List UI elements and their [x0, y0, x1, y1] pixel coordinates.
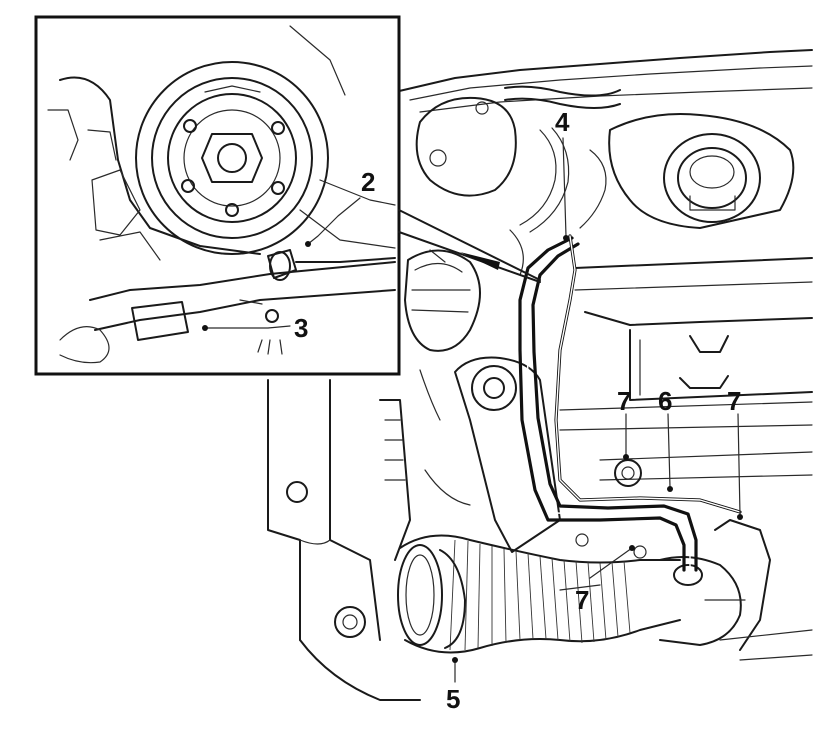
- detail-inset: [34, 15, 401, 376]
- callout-labels: 2 3 4 7 6 7 7 5: [294, 107, 741, 714]
- callout-3: 3: [294, 313, 308, 343]
- leader-lines: [202, 137, 743, 683]
- callout-7-lower: 7: [575, 585, 589, 615]
- routed-hose: [518, 234, 742, 572]
- callout-5: 5: [446, 684, 460, 714]
- engine-bay-illustration: [267, 49, 813, 701]
- callout-6: 6: [658, 386, 672, 416]
- callout-7-right: 7: [727, 386, 741, 416]
- callout-4: 4: [555, 107, 570, 137]
- callout-7-left: 7: [617, 386, 631, 416]
- callout-2: 2: [361, 167, 375, 197]
- inset-pointer: [398, 209, 541, 283]
